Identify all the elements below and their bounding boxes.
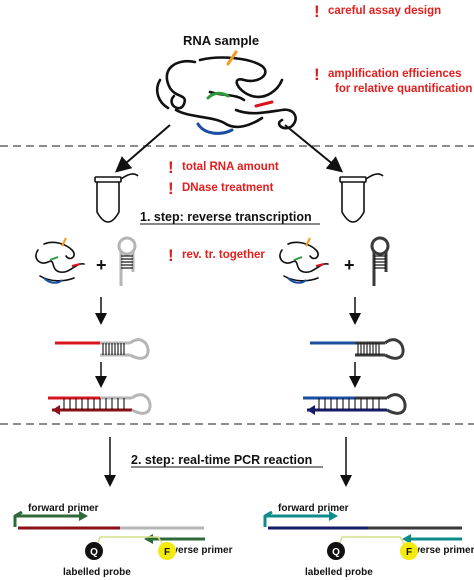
note-amplification-line1: amplification efficiences bbox=[328, 68, 462, 80]
rna-fragment-red bbox=[254, 100, 274, 108]
forward-primer-label-right: forward primer bbox=[278, 503, 349, 514]
fragment-orange-small bbox=[61, 237, 67, 247]
fragment-blue-small bbox=[287, 277, 307, 284]
hairpin-rungs-dark bbox=[374, 255, 386, 269]
quencher-right bbox=[327, 542, 345, 560]
note-dnase: DNase treatment bbox=[182, 182, 274, 194]
cdna-extended-right bbox=[303, 393, 407, 415]
note-total-rna: total RNA amount bbox=[182, 161, 279, 173]
probe-link-left bbox=[95, 536, 166, 549]
step1-heading: 1. step: reverse transcription bbox=[140, 210, 312, 224]
tube-left-icon bbox=[94, 173, 139, 223]
reverse-primer-label-right: reverse primer bbox=[405, 545, 474, 556]
exclamation-mark: ! bbox=[168, 158, 174, 177]
plus-sign: + bbox=[344, 255, 355, 275]
step2-heading: 2. step: real-time PCR reaction bbox=[131, 453, 312, 467]
forward-primer-head-right bbox=[329, 511, 338, 521]
fragment-green-small bbox=[293, 256, 303, 261]
fragment-green-small bbox=[49, 256, 59, 261]
exclamation-mark: ! bbox=[314, 2, 320, 21]
quencher-label-left: Q bbox=[90, 547, 98, 558]
probe-label-left: labelled probe bbox=[63, 567, 131, 578]
quencher-left bbox=[85, 542, 103, 560]
exclamation-mark: ! bbox=[168, 179, 174, 198]
reverse-primer-label-left: reverse primer bbox=[163, 545, 233, 556]
fluorophore-label-left: F bbox=[164, 547, 170, 558]
note-revtr-together: rev. tr. together bbox=[182, 249, 265, 261]
fragment-orange-small bbox=[305, 237, 311, 247]
plus-sign: + bbox=[96, 255, 107, 275]
rna-fragment-orange bbox=[226, 50, 238, 66]
tube-right-icon bbox=[339, 173, 384, 223]
exclamation-mark: ! bbox=[314, 65, 320, 84]
arrow-to-right-tube bbox=[284, 124, 344, 173]
annealed-primer-left bbox=[55, 338, 150, 360]
fragment-red-small bbox=[71, 263, 81, 267]
note-careful-design: careful assay design bbox=[328, 5, 441, 17]
fragment-red-small bbox=[315, 263, 325, 267]
note-amplification-line2: for relative quantification bbox=[335, 83, 472, 95]
reverse-primer-head-left bbox=[144, 534, 153, 544]
forward-primer-left bbox=[13, 510, 23, 527]
forward-primer-right bbox=[263, 510, 273, 527]
rna-tangle bbox=[155, 56, 297, 130]
arrow-to-left-tube bbox=[114, 124, 171, 173]
cdna-extended-left bbox=[48, 393, 152, 415]
quencher-label-right: Q bbox=[332, 547, 340, 558]
reverse-primer-head-right bbox=[402, 534, 411, 544]
hairpin-rungs-grey bbox=[121, 255, 133, 269]
fluorophore-left bbox=[158, 542, 176, 560]
annealed-primer-right bbox=[310, 338, 405, 360]
fluorophore-right bbox=[400, 542, 418, 560]
rna-fragment-blue bbox=[196, 122, 234, 135]
rna-sample-title: RNA sample bbox=[183, 33, 259, 48]
forward-primer-head-left bbox=[79, 511, 88, 521]
rna-tangle-small-left bbox=[35, 241, 85, 282]
probe-link-right bbox=[337, 536, 408, 549]
fluorophore-label-right: F bbox=[406, 547, 412, 558]
fragment-blue-small bbox=[43, 277, 63, 284]
exclamation-mark: ! bbox=[168, 246, 174, 265]
forward-primer-label-left: forward primer bbox=[28, 503, 99, 514]
rna-tangle-small-right bbox=[279, 241, 329, 282]
rna-fragment-green bbox=[206, 91, 230, 100]
probe-label-right: labelled probe bbox=[305, 567, 373, 578]
